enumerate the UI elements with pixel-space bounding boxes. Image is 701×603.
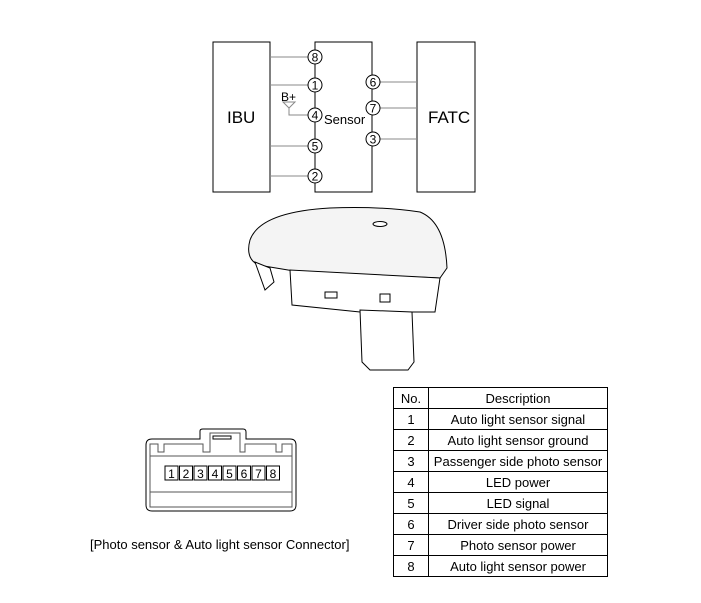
pin-number: 3 <box>393 450 429 472</box>
connector-caption: [Photo sensor & Auto light sensor Connec… <box>90 537 350 552</box>
pin-description: Auto light sensor signal <box>428 408 608 430</box>
connector-pin-cell <box>222 465 237 481</box>
connector-pin-number: 7 <box>255 467 262 481</box>
bplus-label: B+ <box>281 90 296 104</box>
pin-label: 5 <box>312 140 319 154</box>
pin-description: Driver side photo sensor <box>428 513 608 535</box>
connector-pin-cell <box>208 465 222 481</box>
pin-circle <box>365 74 381 90</box>
header-description: Description <box>428 387 608 409</box>
pin-label: 2 <box>312 170 319 184</box>
pin-description: Auto light sensor ground <box>428 429 608 451</box>
connector-pin-number: 2 <box>183 467 190 481</box>
pin-circle <box>307 77 323 93</box>
pin-number: 5 <box>393 492 429 514</box>
connector-pin-cell <box>251 465 266 481</box>
pin-label: 8 <box>312 51 319 65</box>
pin-description: LED power <box>428 471 608 493</box>
ibu-label: IBU <box>227 108 255 127</box>
connector-pin-number: 6 <box>241 467 248 481</box>
pin-label: 7 <box>370 102 377 116</box>
header-no: No. <box>393 387 429 409</box>
fatc-box <box>416 41 476 193</box>
connector-pin-cell <box>193 465 208 481</box>
connector-pin-number: 3 <box>197 467 204 481</box>
pin-circle <box>307 107 323 123</box>
sensor-label: Sensor <box>324 112 366 127</box>
connector-pin-number: 5 <box>226 467 233 481</box>
pin-description: Passenger side photo sensor <box>428 450 608 472</box>
pin-label: 1 <box>312 79 319 93</box>
pin-label: 4 <box>312 109 319 123</box>
connector-pin-number: 1 <box>168 467 175 481</box>
connector-pin-cell <box>266 465 280 481</box>
connector-pin-cell <box>164 465 179 481</box>
pin-description: Photo sensor power <box>428 534 608 556</box>
connector-drawing <box>145 428 297 512</box>
pin-number: 7 <box>393 534 429 556</box>
pin-number: 6 <box>393 513 429 535</box>
pin-label: 3 <box>370 133 377 147</box>
pin-number: 1 <box>393 408 429 430</box>
connector-pin-number: 8 <box>270 467 277 481</box>
pin-description: LED signal <box>428 492 608 514</box>
wires <box>270 56 417 177</box>
pin-number: 2 <box>393 429 429 451</box>
connector-pin-cell <box>179 465 193 481</box>
pin-description: Auto light sensor power <box>428 555 608 577</box>
pin-circle <box>307 168 323 184</box>
fatc-label: FATC <box>428 108 470 127</box>
connector-pin-cell <box>237 465 251 481</box>
pin-circle <box>307 138 323 154</box>
pin-label: 6 <box>370 76 377 90</box>
connector-pin-number: 4 <box>212 467 219 481</box>
sensor-illustration <box>248 207 448 371</box>
pin-circle <box>365 131 381 147</box>
ibu-box <box>212 41 271 193</box>
pin-circle <box>307 49 323 65</box>
pin-number: 8 <box>393 555 429 577</box>
pin-circle <box>365 100 381 116</box>
pin-number: 4 <box>393 471 429 493</box>
